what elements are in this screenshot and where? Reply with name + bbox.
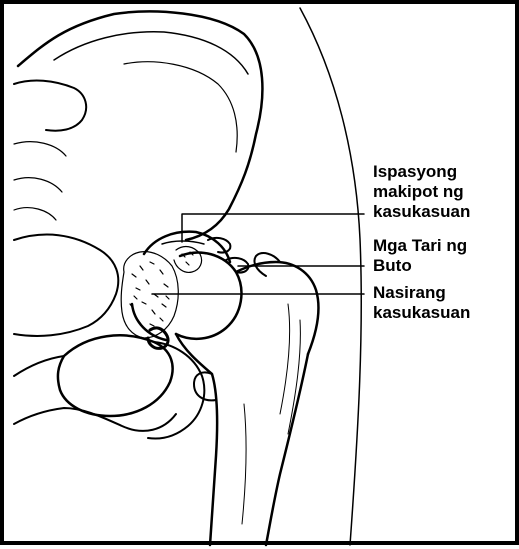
label-joint-space: Ispasyong makipot ng kasukasuan: [373, 162, 470, 222]
iliac-crest-inner: [54, 32, 248, 74]
label-damaged-joint: Nasirang kasukasuan: [373, 283, 470, 323]
sacral-ridges: [14, 142, 66, 220]
label-bone-spurs: Mga Tari ng Buto: [373, 236, 467, 276]
femur-shading: [242, 304, 300, 524]
label-joint-space-line3: kasukasuan: [373, 202, 470, 222]
damaged-cartilage-stipple: [121, 247, 201, 338]
lower-pelvis-rim: [14, 235, 118, 336]
femoral-shaft-lateral: [266, 354, 308, 545]
label-bone-spurs-line1: Mga Tari ng: [373, 236, 467, 256]
label-bone-spurs-line2: Buto: [373, 256, 467, 276]
acetabulum-rim: [132, 232, 230, 340]
label-joint-space-line1: Ispasyong: [373, 162, 470, 182]
femoral-head: [176, 253, 241, 339]
iliac-wing: [18, 11, 262, 240]
label-damaged-joint-line1: Nasirang: [373, 283, 470, 303]
label-joint-space-line2: makipot ng: [373, 182, 470, 202]
joint-space-line: [162, 241, 204, 244]
hip-anatomy-illustration: [4, 4, 519, 549]
femoral-neck-top: [236, 262, 318, 354]
pubic-ramus: [14, 356, 176, 431]
sacrum: [14, 81, 86, 131]
label-damaged-joint-line2: kasukasuan: [373, 303, 470, 323]
iliac-contour: [124, 62, 237, 152]
